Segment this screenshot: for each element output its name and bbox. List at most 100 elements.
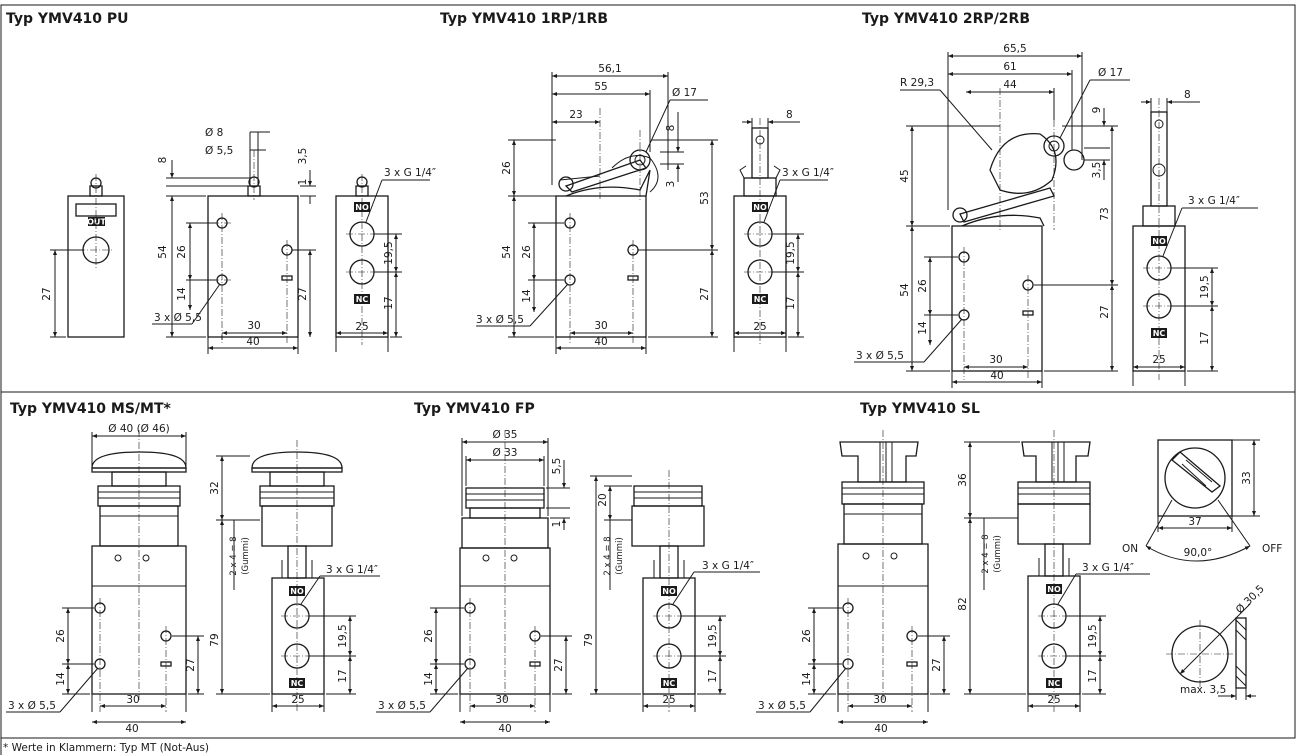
svg-text:82: 82	[957, 597, 969, 610]
svg-text:NO: NO	[290, 587, 304, 596]
fp-side-view: Ø 35 Ø 33 5,5 1 26 14 27	[376, 429, 572, 735]
svg-text:17: 17	[1199, 331, 1211, 344]
sl-port-view: NO NC 3 x G 1/4″ 36 82 2 x 4 = 8 (Gummi)	[957, 430, 1150, 712]
svg-text:40: 40	[246, 336, 259, 348]
svg-text:8: 8	[157, 157, 169, 164]
panel-pu: Typ YMV410 PU OUT 27	[6, 11, 436, 354]
svg-text:Ø 17: Ø 17	[1098, 67, 1123, 79]
svg-text:40: 40	[498, 723, 511, 735]
svg-text:30: 30	[495, 694, 508, 706]
svg-text:1: 1	[297, 179, 309, 186]
svg-text:36: 36	[957, 473, 969, 487]
svg-text:26: 26	[176, 245, 188, 259]
svg-text:Ø 35: Ø 35	[493, 429, 518, 441]
svg-text:17: 17	[707, 669, 719, 682]
svg-text:3,5: 3,5	[297, 148, 309, 165]
panel-title-pu: Typ YMV410 PU	[6, 11, 129, 27]
svg-text:79: 79	[583, 633, 595, 646]
svg-text:3 x Ø 5,5: 3 x Ø 5,5	[378, 700, 426, 712]
panel-1rp: Typ YMV410 1RP/1RB 56,1	[440, 11, 834, 354]
svg-text:3 x G 1/4″: 3 x G 1/4″	[1082, 562, 1134, 574]
svg-text:30: 30	[594, 320, 607, 332]
svg-text:54: 54	[501, 245, 513, 259]
svg-text:40: 40	[874, 723, 887, 735]
svg-text:3 x G 1/4″: 3 x G 1/4″	[782, 167, 834, 179]
svg-text:2 x 4 = 8: 2 x 4 = 8	[229, 536, 239, 575]
svg-text:61: 61	[1003, 61, 1016, 73]
svg-text:ON: ON	[1122, 543, 1138, 555]
panel-frames	[0, 4, 1296, 755]
svg-text:3 x G 1/4″: 3 x G 1/4″	[1188, 195, 1240, 207]
svg-text:NO: NO	[1152, 237, 1166, 246]
svg-text:3 x G 1/4″: 3 x G 1/4″	[384, 167, 436, 179]
svg-text:17: 17	[383, 296, 395, 309]
svg-text:3 x Ø 5,5: 3 x Ø 5,5	[154, 312, 202, 324]
svg-text:14: 14	[521, 289, 533, 303]
panel-title-sl: Typ YMV410 SL	[860, 401, 980, 417]
svg-text:Ø 5,5: Ø 5,5	[205, 145, 233, 157]
sl-side-view: 26 14 27 30 40 3 x Ø 5,5	[756, 430, 950, 735]
svg-text:30: 30	[989, 354, 1002, 366]
svg-text:27: 27	[297, 287, 309, 300]
svg-text:1: 1	[551, 521, 563, 528]
svg-text:37: 37	[1188, 516, 1201, 528]
panel-title-fp: Typ YMV410 FP	[414, 401, 535, 417]
svg-text:3: 3	[665, 181, 677, 188]
sl-mounting-detail: Ø 30,5 max. 3,5	[1166, 583, 1267, 700]
panel-title-2rp: Typ YMV410 2RP/2RB	[862, 11, 1030, 27]
svg-text:Ø 33: Ø 33	[493, 447, 518, 459]
svg-text:17: 17	[1087, 669, 1099, 682]
svg-text:32: 32	[209, 481, 221, 494]
svg-text:19,5: 19,5	[383, 241, 395, 264]
rp2-side-view: 65,5 61 44 R 29,3 Ø 17 45 54 26	[854, 43, 1130, 388]
pu-out-label: OUT	[87, 218, 106, 227]
svg-text:40: 40	[594, 336, 607, 348]
svg-text:19,5: 19,5	[785, 241, 797, 264]
svg-text:26: 26	[55, 629, 67, 643]
svg-text:max. 3,5: max. 3,5	[1180, 684, 1226, 696]
panel-title-ms: Typ YMV410 MS/MT*	[10, 401, 172, 417]
svg-text:90,0°: 90,0°	[1184, 547, 1213, 559]
svg-text:19,5: 19,5	[1087, 624, 1099, 647]
svg-text:25: 25	[1152, 354, 1165, 366]
svg-text:23: 23	[569, 109, 582, 121]
svg-text:NO: NO	[662, 587, 676, 596]
panel-sl: Typ YMV410 SL	[756, 401, 1282, 735]
svg-text:NC: NC	[1153, 329, 1166, 338]
svg-text:19,5: 19,5	[337, 624, 349, 647]
svg-text:NO: NO	[1047, 585, 1061, 594]
svg-text:2 x 4 = 8: 2 x 4 = 8	[981, 534, 991, 573]
rp-side-view: 56,1 55 23 Ø 17 26 54 26 14	[476, 63, 718, 354]
svg-text:NO: NO	[753, 203, 767, 212]
svg-text:19,5: 19,5	[707, 624, 719, 647]
svg-text:26: 26	[801, 629, 813, 643]
svg-text:73: 73	[1099, 207, 1111, 220]
svg-text:14: 14	[801, 672, 813, 686]
svg-text:Ø 30,5: Ø 30,5	[1234, 583, 1267, 616]
ms-port-view: NO NC 3 x G 1/4″ 32 79 2 x 4 = 8 (Gummi)	[209, 440, 380, 712]
svg-text:19,5: 19,5	[1199, 275, 1211, 298]
svg-text:14: 14	[917, 321, 929, 335]
svg-text:NC: NC	[663, 679, 676, 688]
svg-text:9: 9	[1091, 107, 1103, 114]
svg-text:25: 25	[662, 694, 675, 706]
svg-text:(Gummi): (Gummi)	[241, 537, 251, 575]
sl-selector-top-view: 33 37 90,0° ON OFF	[1122, 439, 1282, 562]
svg-text:26: 26	[423, 629, 435, 643]
svg-text:25: 25	[753, 321, 766, 333]
svg-text:NC: NC	[1048, 679, 1061, 688]
svg-text:55: 55	[594, 81, 607, 93]
pu-side-view: Ø 8 Ø 5,5 8 3,5 1 54 26 14	[152, 127, 316, 354]
pu-front-view: OUT 27	[41, 174, 125, 338]
svg-text:30: 30	[126, 694, 139, 706]
svg-text:(Gummi): (Gummi)	[993, 535, 1003, 573]
svg-text:30: 30	[873, 694, 886, 706]
pu-port-view: NO NC 3 x G 1/4″ 19,5 17 25	[335, 167, 436, 352]
svg-text:44: 44	[1003, 79, 1017, 91]
svg-text:Ø 17: Ø 17	[672, 87, 697, 99]
svg-text:27: 27	[699, 287, 711, 300]
svg-text:3 x Ø 5,5: 3 x Ø 5,5	[758, 700, 806, 712]
svg-text:25: 25	[355, 321, 368, 333]
rp2-port-view: 8 NO NC 3 x G 1/4″ 19,5 17 25	[1132, 89, 1258, 386]
panel-2rp: Typ YMV410 2RP/2RB 65,5 61	[854, 11, 1258, 388]
